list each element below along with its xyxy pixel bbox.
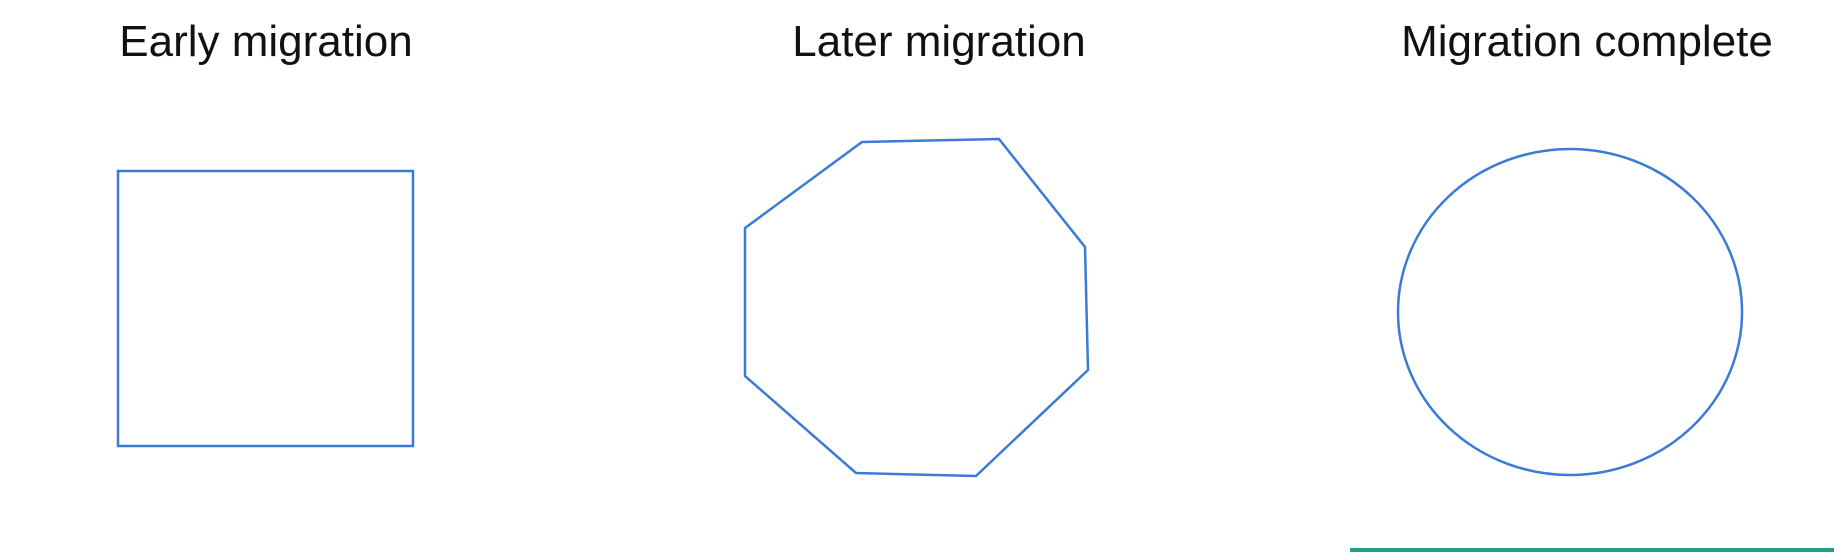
octagon-shape [743,137,1090,478]
panel-title-later-migration: Later migration [792,17,1086,66]
circle-shape [1396,147,1744,477]
panel-title-migration-complete: Migration complete [1401,17,1773,66]
bottom-accent-rule [1350,548,1834,552]
panel-title-early-migration: Early migration [119,17,413,66]
square-shape [116,169,415,448]
